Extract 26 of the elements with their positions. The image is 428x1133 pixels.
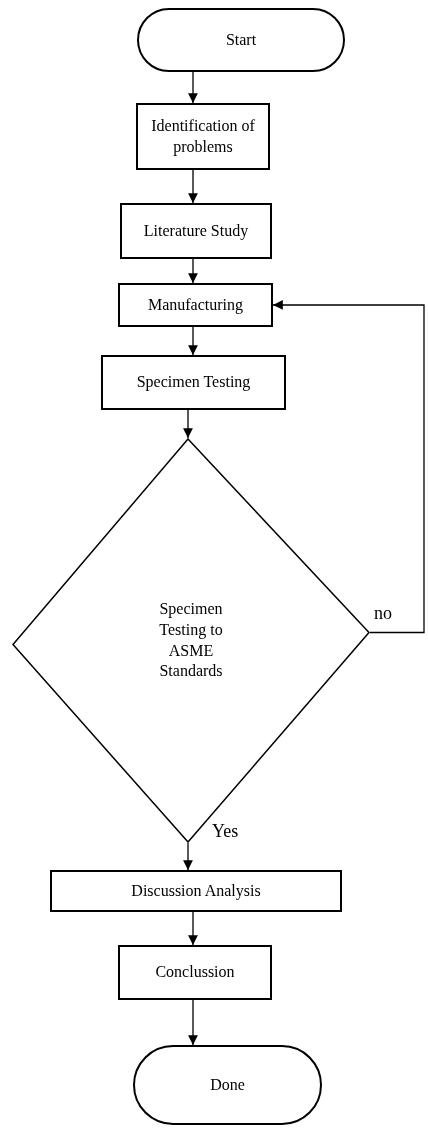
node-text: Identification of problems — [150, 115, 256, 158]
process-box — [120, 203, 272, 259]
arrow — [188, 999, 198, 1046]
node-text: Literature Study — [143, 220, 249, 242]
process-box — [101, 355, 286, 410]
arrow — [188, 258, 198, 284]
process-box — [118, 283, 273, 327]
process-box — [50, 870, 342, 912]
node-text: Specimen Testing to ASME Standards — [158, 598, 224, 682]
node-text: Done — [210, 1074, 245, 1095]
arrow — [183, 409, 193, 439]
node-text: Start — [225, 29, 257, 50]
node-text: Discussion Analysis — [131, 880, 261, 902]
node-text: Manufacturing — [147, 294, 244, 316]
node-text: Specimen Testing — [136, 372, 251, 393]
node-text: Conclussion — [155, 962, 235, 983]
arrow — [188, 71, 198, 104]
arrow — [188, 326, 198, 356]
arrow — [183, 842, 193, 871]
arrow — [188, 911, 198, 946]
decision-diamond — [12, 438, 370, 843]
process-box — [118, 945, 272, 1000]
arrow — [272, 300, 425, 634]
arrow — [188, 169, 198, 204]
terminator-shape — [137, 8, 345, 72]
process-box — [136, 103, 270, 170]
